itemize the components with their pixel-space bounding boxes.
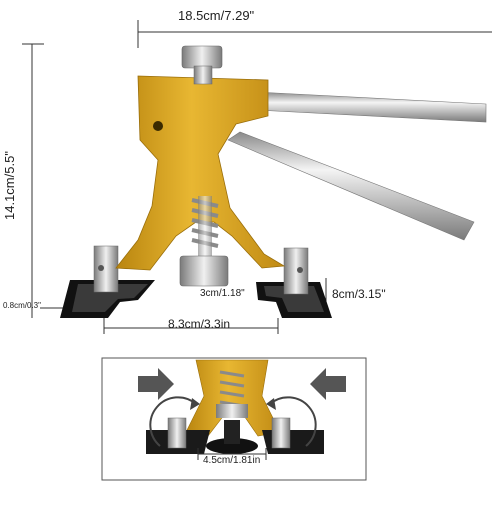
adjustment-knob xyxy=(181,45,223,69)
left-base-pad xyxy=(60,280,155,318)
base-depth-label: 8cm/3.15" xyxy=(332,287,386,301)
base-thickness-label: 0.8cm/0.3" xyxy=(3,301,41,310)
puller-head xyxy=(179,255,229,287)
left-rotate-arrow-icon xyxy=(149,396,197,447)
overall-width-label: 18.5cm/7.29" xyxy=(178,8,255,23)
right-foot-clamp xyxy=(283,247,309,295)
glue-tab-disc xyxy=(206,438,258,454)
frame-bolt xyxy=(153,121,163,131)
right-base-pad xyxy=(256,282,332,318)
detail-inset xyxy=(101,357,367,481)
lower-handle xyxy=(227,131,475,241)
right-push-arrow-icon xyxy=(310,368,346,400)
upper-handle xyxy=(255,91,487,123)
head-width-label: 3cm/1.18" xyxy=(200,288,245,299)
overall-height-label: 14.1cm/5.5" xyxy=(2,151,17,220)
right-rotate-arrow-icon xyxy=(269,396,317,447)
left-foot-clamp xyxy=(93,245,119,293)
left-push-arrow-icon xyxy=(138,368,174,400)
base-width-label: 8.3cm/3.3in xyxy=(168,317,231,331)
disc-diameter-label: 4.5cm/1.81in xyxy=(203,455,261,466)
width-dimension-line xyxy=(137,20,492,48)
height-dimension-line xyxy=(22,43,44,318)
